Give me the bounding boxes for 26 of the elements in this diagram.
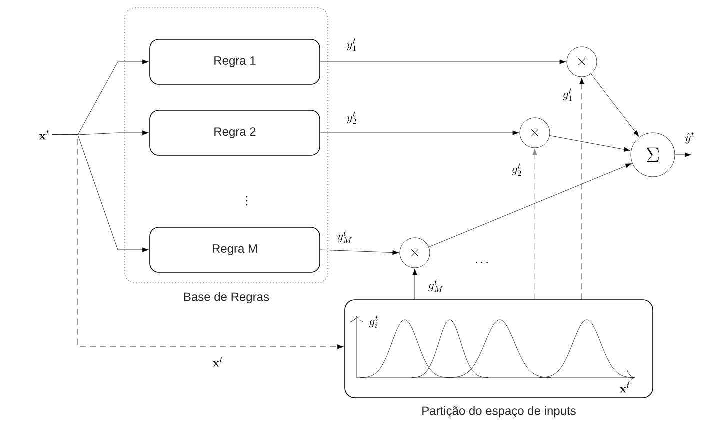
ellipsis: $\cdots$ <box>476 262 488 264</box>
arrow <box>428 164 632 248</box>
axis-label: $g_i^t$ <box>369 316 378 328</box>
edge-label: $g_1^t$ <box>563 88 572 102</box>
group-label: Base de Regras <box>184 292 270 304</box>
arrow <box>550 136 631 152</box>
edge-label: $y_2^t$ <box>347 112 356 124</box>
arrow <box>532 148 538 300</box>
arrow <box>320 130 520 136</box>
edge-label: $y_M^t$ <box>338 230 352 244</box>
panel-caption: Partição do espaço de inputs <box>422 406 576 418</box>
input-label: $\mathbf{x}^t$ <box>39 130 50 140</box>
arrow <box>52 134 344 350</box>
arrow <box>580 78 584 300</box>
arrow <box>675 152 692 158</box>
arrow <box>591 74 640 137</box>
ellipsis: $\vdots$ <box>246 196 248 206</box>
edge-label: $g_2^t$ <box>512 164 522 176</box>
edge-label: $\hat{y}^t$ <box>685 132 694 144</box>
arrow <box>320 60 566 64</box>
axis-label: $\mathbf{x}^t$ <box>620 383 630 393</box>
arrow <box>320 250 400 256</box>
edge-label: $\mathbf{x}^t$ <box>212 357 223 367</box>
edge-label: $y_1^t$ <box>347 38 356 52</box>
arrow <box>412 268 418 300</box>
edge-label: $g_M^t$ <box>428 280 443 292</box>
